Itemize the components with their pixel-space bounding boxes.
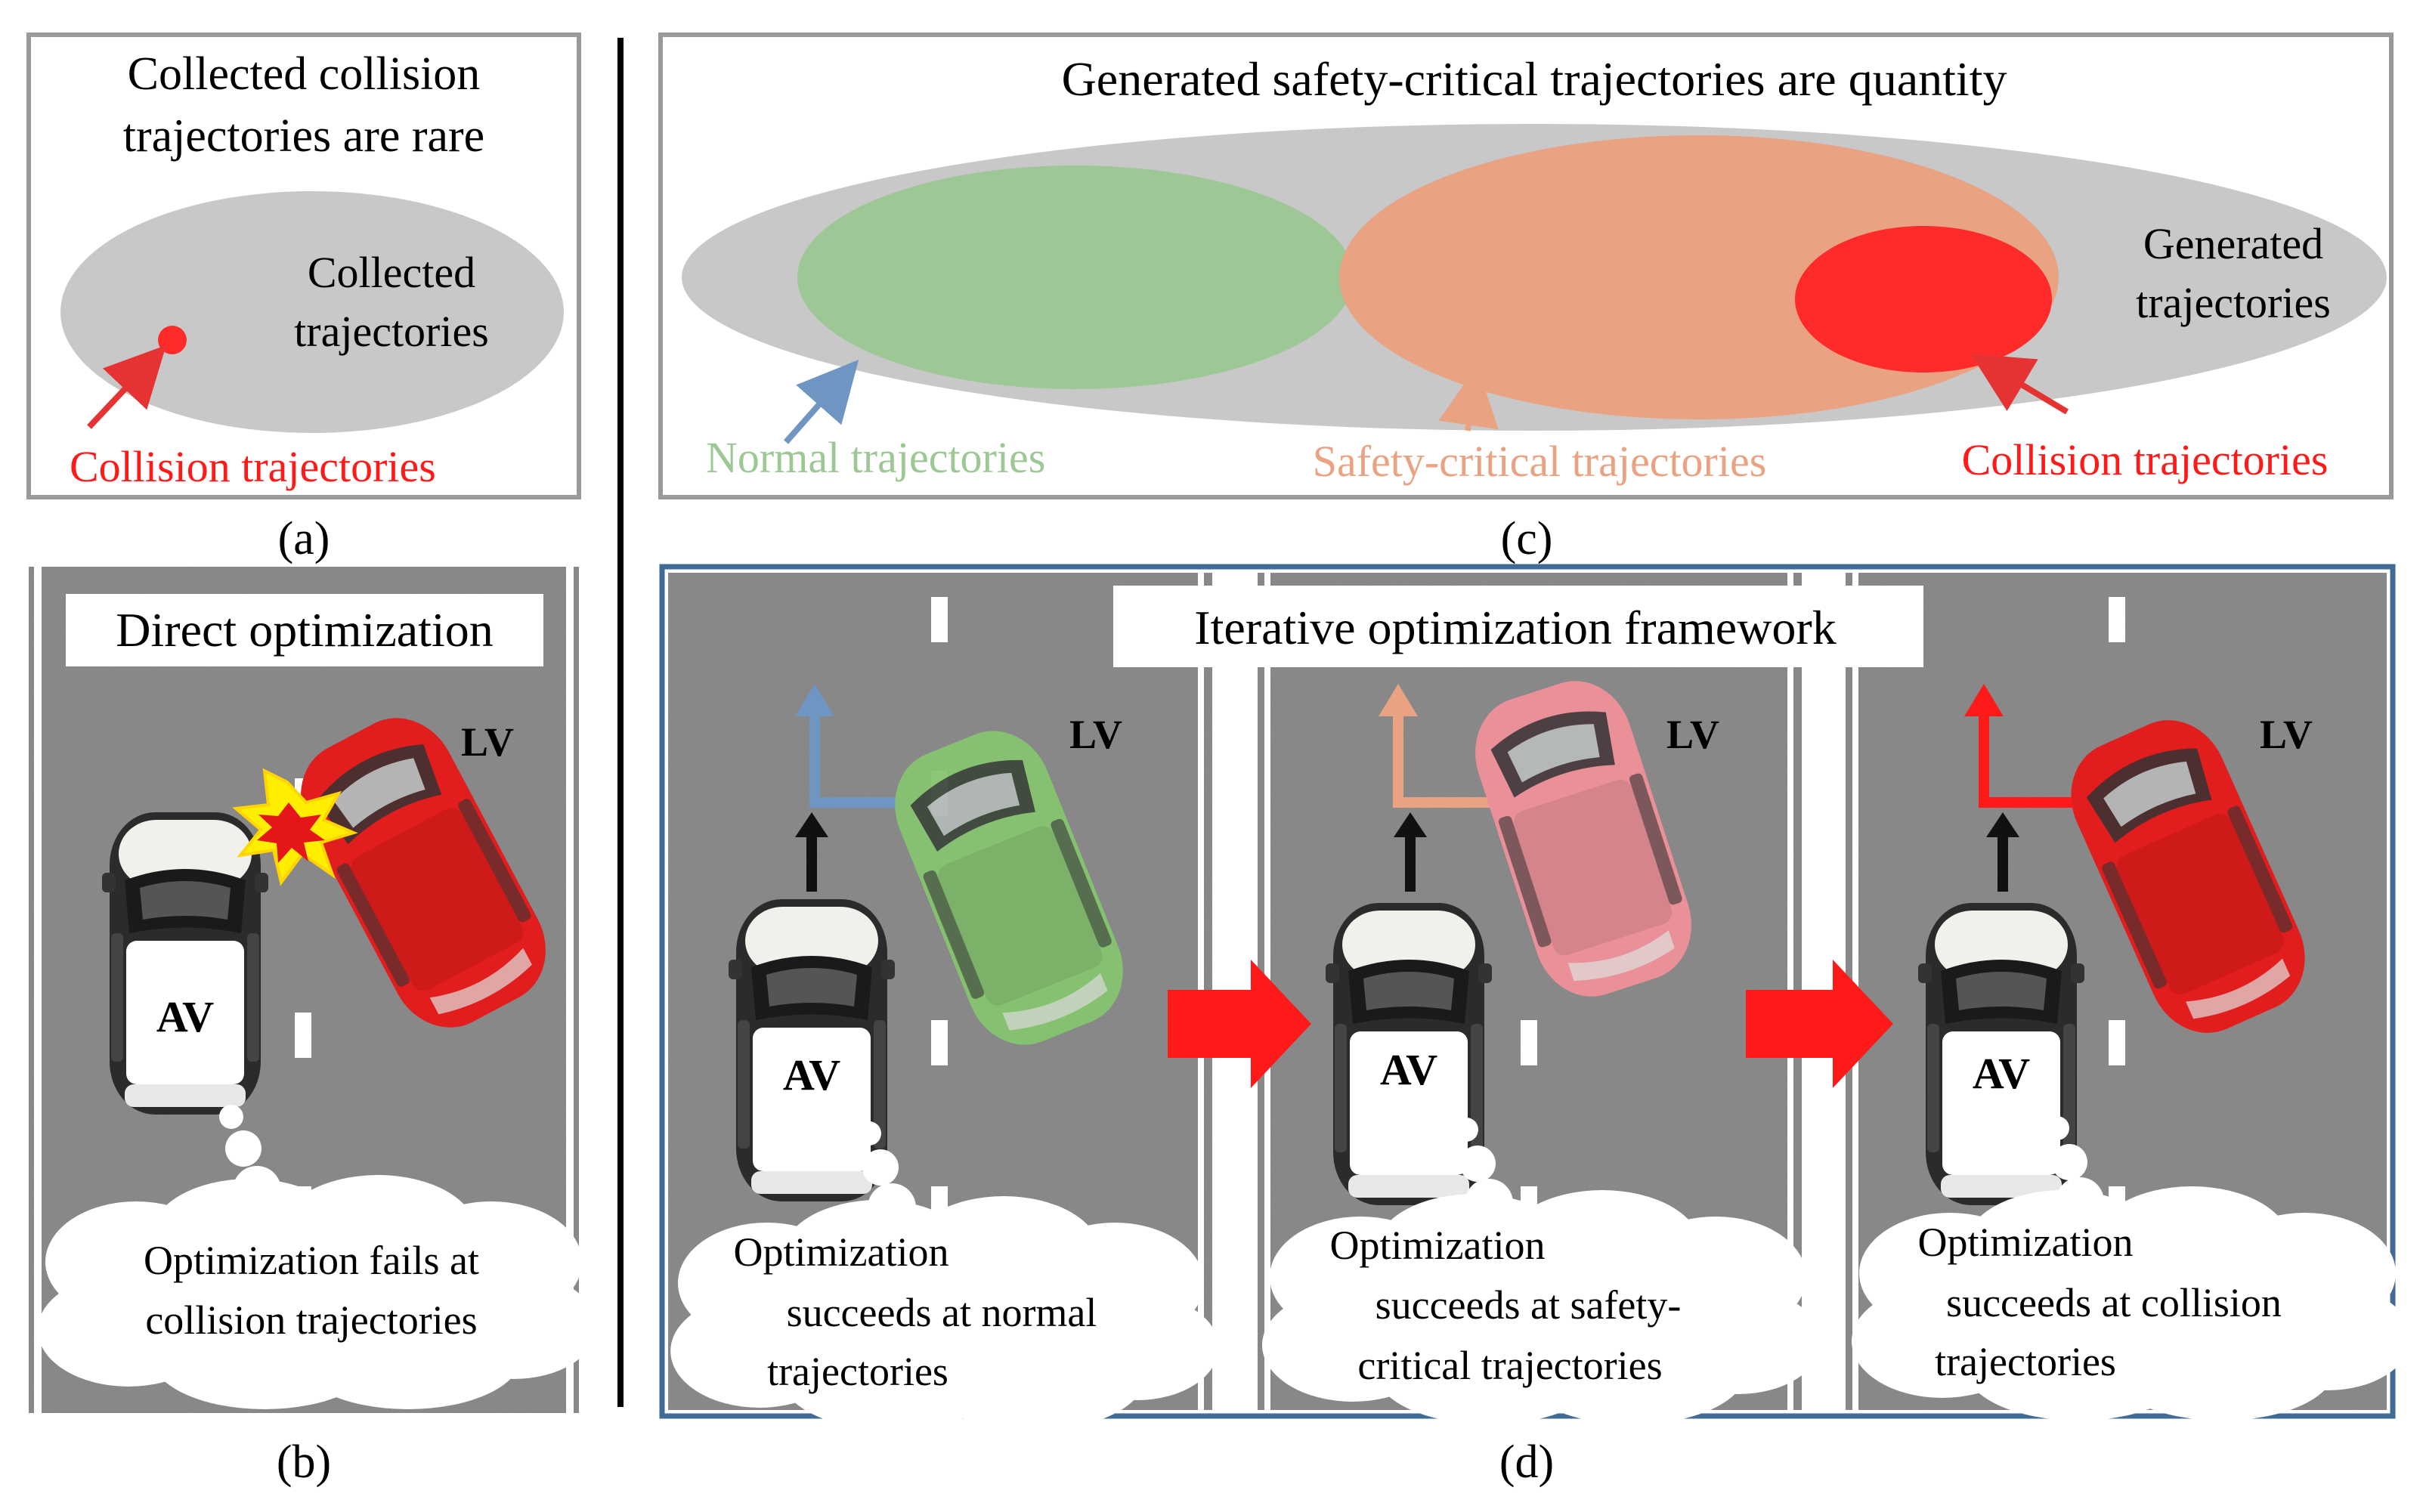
- separator-line: [617, 38, 624, 1407]
- panel-d: Iterative optimization framework LV AV O…: [659, 564, 2411, 1430]
- panel-b: Direct optimization AV LV Optimization f…: [29, 567, 597, 1413]
- thought-dot-2-d2: [1459, 1146, 1496, 1182]
- cloud-d3-line3: trajectories: [1935, 1339, 2116, 1384]
- collected-label-line1: Collected: [308, 248, 475, 297]
- cloud-d2-line3: critical trajectories: [1357, 1343, 1662, 1388]
- cloud-d2-line1: Optimization: [1330, 1223, 1546, 1268]
- caption-a: (a): [278, 513, 330, 564]
- scene-1: LV AV Optimization succeeds at normal tr…: [670, 684, 1219, 1430]
- panel-b-title-box: [66, 594, 543, 666]
- scene-2: LV AV Optimization succeeds at safety- c…: [1262, 666, 1821, 1424]
- panel-a-title-line2: trajectories are rare: [123, 110, 484, 162]
- collision-ellipse: [1795, 226, 2052, 373]
- thought-dot-1-d3: [2045, 1116, 2069, 1140]
- normal-label: Normal trajectories: [706, 433, 1045, 482]
- cloud-b-line1: Optimization fails at: [144, 1238, 479, 1283]
- thought-dot-1-d2: [1454, 1118, 1478, 1142]
- thought-dot-1-b: [219, 1105, 243, 1129]
- cloud-d2-line2: succeeds at safety-: [1376, 1282, 1682, 1328]
- lane-edge-right-b: [566, 567, 574, 1413]
- lv-label-d3: LV: [2260, 712, 2313, 757]
- caption-d: (d): [1499, 1436, 1554, 1488]
- thought-dot-2-b: [225, 1130, 261, 1167]
- lv-label-d2: LV: [1666, 712, 1719, 757]
- lv-trajectory-head-3: [1964, 684, 2004, 716]
- cloud-d3-line2: succeeds at collision: [1946, 1280, 2282, 1325]
- safety-label: Safety-critical trajectories: [1313, 437, 1767, 486]
- caption-b: (b): [277, 1436, 331, 1488]
- av-heading-head-1: [795, 812, 828, 837]
- cloud-d1-line1: Optimization: [734, 1229, 949, 1275]
- lv-trajectory-icon-2: [1393, 710, 1495, 808]
- lv-trajectory-head-1: [795, 684, 834, 716]
- lv-label-d1: LV: [1069, 712, 1122, 757]
- transition-arrow-2: [1746, 960, 1893, 1088]
- panel-d-title-box: [1113, 586, 1923, 667]
- av-label-d1: AV: [783, 1050, 840, 1099]
- thought-cloud-b: [38, 1175, 597, 1409]
- panel-b-title: Direct optimization: [116, 603, 493, 657]
- transition-arrow-1: [1168, 960, 1311, 1088]
- panel-a: Collected collision trajectories are rar…: [26, 32, 581, 499]
- lv-label-b: LV: [461, 719, 514, 765]
- av-label-b: AV: [156, 992, 214, 1041]
- panel-d-title: Iterative optimization framework: [1194, 601, 1836, 654]
- cloud-d3-line1: Optimization: [1918, 1220, 2134, 1265]
- generated-label-line1: Generated: [2143, 219, 2323, 268]
- cloud-d1-line3: trajectories: [767, 1349, 948, 1394]
- lane-edge-left-b: [34, 567, 42, 1413]
- caption-c: (c): [1501, 513, 1553, 564]
- collision-pointer-arrow: [87, 345, 166, 429]
- collision-pointer-arrow-c: [1970, 354, 2069, 415]
- panel-c-title: Generated safety-critical trajectories a…: [1062, 52, 2007, 106]
- av-car-b: [102, 812, 268, 1115]
- collected-trajectories-ellipse: [60, 191, 564, 433]
- panel-c: Generated safety-critical trajectories a…: [658, 32, 2394, 499]
- av-heading-head-2: [1394, 812, 1427, 837]
- thought-dot-1-d1: [857, 1121, 881, 1146]
- generated-label-line2: trajectories: [2136, 278, 2331, 327]
- lv-trajectory-icon-3: [1979, 710, 2078, 808]
- av-label-d2: AV: [1380, 1045, 1437, 1094]
- cloud-b-line2: collision trajectories: [145, 1297, 477, 1343]
- thought-dot-2-d1: [862, 1149, 899, 1186]
- collision-pointer-label: Collision trajectories: [70, 442, 436, 491]
- scene-3: LV AV Optimization succeeds at collision…: [1852, 684, 2411, 1421]
- lv-trajectory-icon-1: [809, 710, 909, 808]
- normal-pointer-arrow: [784, 360, 859, 444]
- collision-label-c: Collision trajectories: [1962, 435, 2329, 484]
- safety-pointer-arrow: [1438, 365, 1499, 431]
- panel-a-title-line1: Collected collision: [128, 48, 481, 100]
- thought-dot-2-d3: [2051, 1144, 2087, 1180]
- av-heading-head-3: [1986, 812, 2019, 837]
- lv-trajectory-head-2: [1379, 684, 1418, 716]
- collision-point: [158, 326, 187, 354]
- normal-trajectories-ellipse: [797, 165, 1354, 389]
- av-label-d3: AV: [1973, 1049, 2030, 1098]
- collected-label-line2: trajectories: [294, 307, 489, 356]
- cloud-d1-line2: succeeds at normal: [787, 1290, 1097, 1335]
- collision-burst-core: [257, 802, 325, 863]
